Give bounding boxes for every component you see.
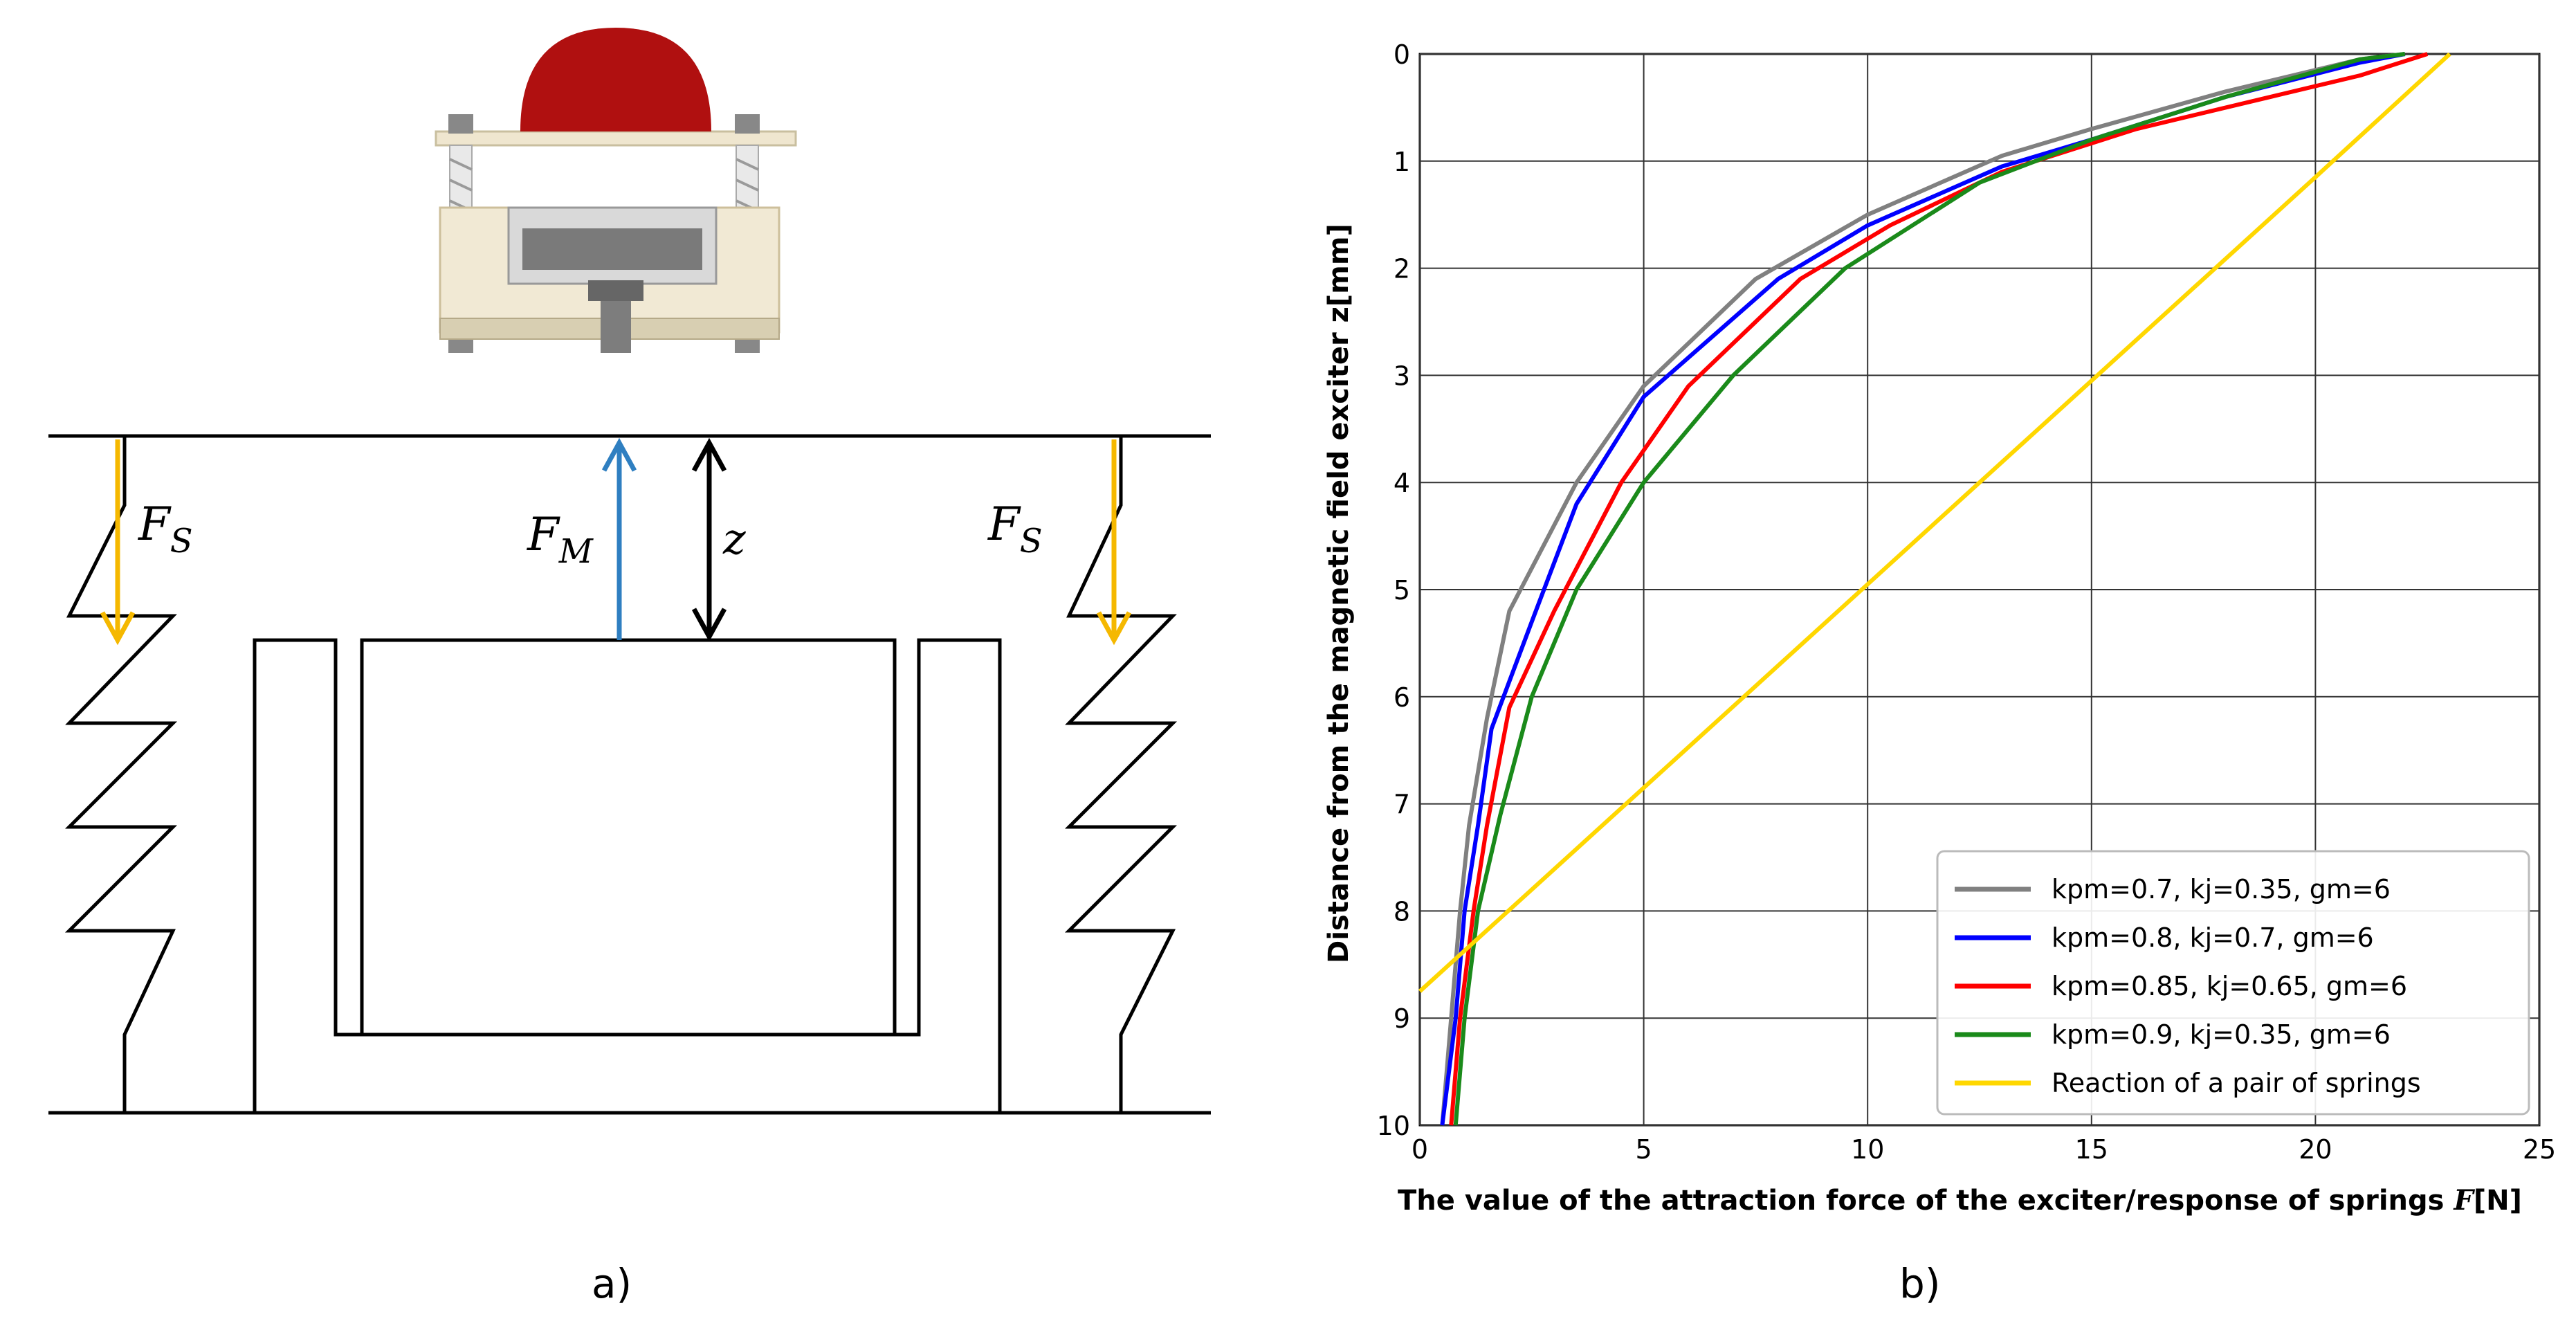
legend-entry: kpm=0.8, kj=0.7, gm=6: [2052, 922, 2374, 953]
legend-entry: kpm=0.7, kj=0.35, gm=6: [2052, 874, 2391, 904]
legend-entry: kpm=0.9, kj=0.35, gm=6: [2052, 1019, 2391, 1050]
y-tick-label: 1: [1394, 147, 1410, 177]
legend-entry: Reaction of a pair of springs: [2052, 1068, 2421, 1098]
label-force-spring-right: FS: [987, 498, 1043, 561]
x-tick-labels: 0 5 10 15 20 25: [1412, 1134, 2556, 1165]
y-tick-label: 4: [1394, 468, 1410, 498]
x-tick-label: 15: [2075, 1134, 2108, 1165]
y-tick-label: 5: [1394, 575, 1410, 606]
force-arrow-spring-right: [1096, 439, 1132, 646]
series-lines: [1418, 52, 2451, 1126]
force-arrow-spring-left: [100, 439, 136, 646]
x-tick-label: 5: [1636, 1134, 1652, 1165]
series-line-1: [1440, 52, 2406, 1126]
label-force-magnet: FM: [527, 508, 594, 571]
magnet-core: [360, 638, 897, 1037]
x-tick-label: 20: [2299, 1134, 2332, 1165]
panel-a-label: a): [592, 1260, 632, 1307]
chart-b: 0 5 10 15 20 25 0 1 2 3 4 5 6 7 8 9 10 The value of the…: [1323, 39, 2556, 1217]
series-line-5: [1418, 52, 2451, 993]
schematic-diagram: [48, 434, 1211, 1115]
y-tick-label: 9: [1394, 1003, 1410, 1034]
label-force-spring-left: FS: [138, 498, 193, 561]
y-tick-labels: 0 1 2 3 4 5 6 7 8 9 10: [1377, 39, 1410, 1141]
device-illustration: [435, 28, 797, 353]
force-arrow-magnet: [601, 437, 637, 640]
series-line-4: [1453, 52, 2406, 1126]
y-tick-label: 3: [1394, 361, 1410, 391]
legend-box: [1936, 850, 2530, 1116]
x-tick-label: 25: [2523, 1134, 2556, 1165]
x-tick-label: 10: [1851, 1134, 1884, 1165]
panel-b-label: b): [1899, 1260, 1940, 1307]
gap-arrow-z: [691, 437, 727, 642]
legend-entry: kpm=0.85, kj=0.65, gm=6: [2052, 971, 2407, 1001]
yoke-outline: [253, 638, 1002, 1113]
y-tick-label: 10: [1377, 1111, 1410, 1141]
x-tick-label: 0: [1412, 1134, 1428, 1165]
y-tick-label: 8: [1394, 896, 1410, 927]
y-tick-label: 6: [1394, 682, 1410, 713]
y-tick-label: 2: [1394, 254, 1410, 284]
spring-left: [64, 436, 178, 1113]
legend: kpm=0.7, kj=0.35, gm=6 kpm=0.8, kj=0.7, g…: [1936, 850, 2530, 1116]
device-knob: [520, 28, 711, 131]
x-axis-label: The value of the attraction force of the…: [1398, 1184, 2522, 1217]
spring-right: [1064, 436, 1178, 1113]
y-tick-label: 7: [1394, 790, 1410, 820]
y-tick-label: 0: [1394, 39, 1410, 70]
label-gap-z: z: [722, 513, 746, 564]
y-axis-label: Distance from the magnetic field exciter…: [1323, 224, 1355, 963]
series-line-3: [1449, 52, 2429, 1126]
